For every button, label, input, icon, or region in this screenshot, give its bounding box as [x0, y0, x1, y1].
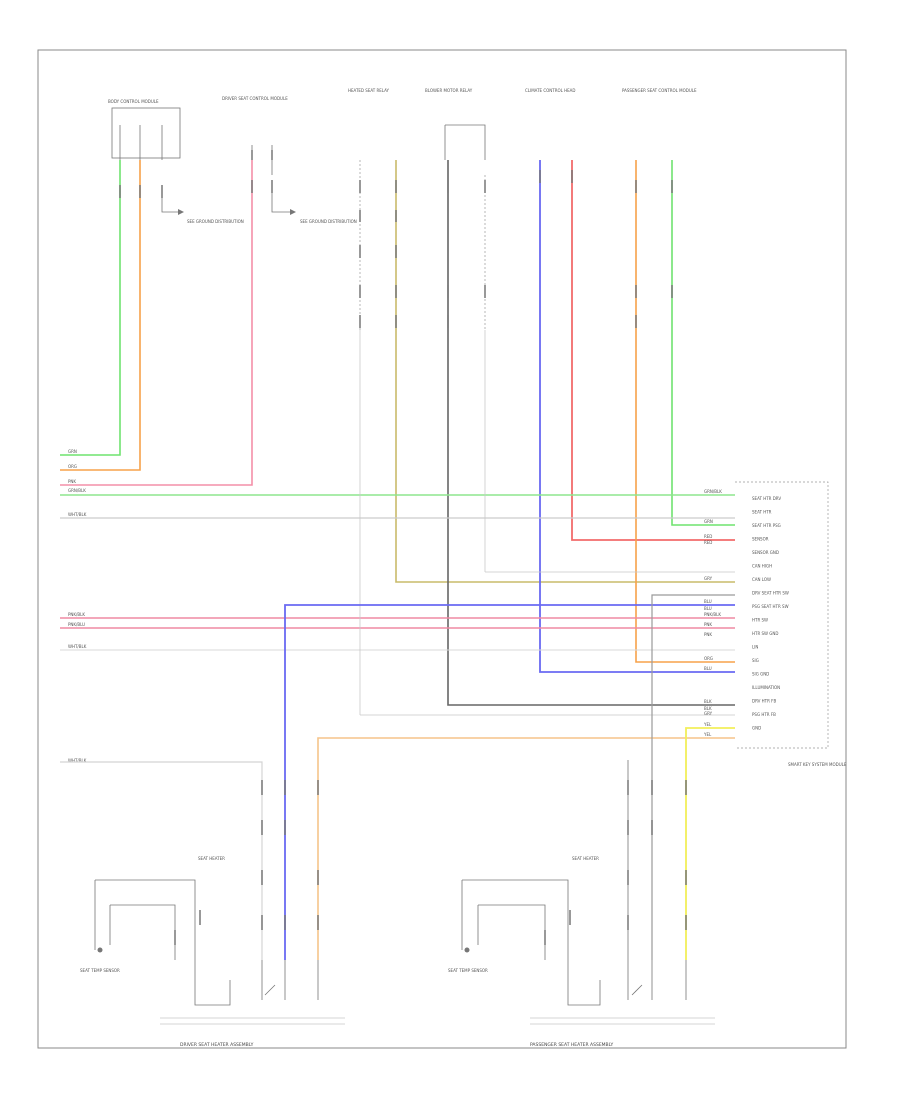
wire-label: PNK [68, 479, 76, 484]
module-wire-label: BLK [704, 706, 712, 711]
module-wire-labels: GRN/BLKGRNREDREDGRYBLUBLUPNK/BLKPNKPNKOR… [703, 489, 722, 737]
module-pin-label: DRV SEAT HTR SW [752, 591, 789, 596]
module-wire-label: PNK [704, 622, 712, 627]
module-pin-label: SIG [752, 658, 759, 663]
module-wire-label: GRY [704, 576, 713, 581]
wire-label: WHT/BLK [68, 758, 87, 763]
wire-label: WHT/BLK [68, 512, 87, 517]
wire-label: GRN [68, 449, 77, 454]
component-label: DRIVER SEAT CONTROL MODULE [222, 96, 288, 101]
ground-arrow-icon [290, 209, 296, 215]
diagram-frame [37, 49, 847, 1049]
module-pin-label: GND [752, 726, 761, 731]
component-driver-seat-control-module: DRIVER SEAT CONTROL MODULE [222, 96, 296, 215]
wire-green-1 [60, 160, 121, 456]
wire-white-3 [60, 761, 263, 960]
wire-black-1 [447, 160, 735, 706]
module-wire-label: ORG [704, 656, 713, 661]
assembly-sub-label: SEAT HEATER [198, 856, 225, 861]
component-label: HEATED SEAT RELAY [348, 88, 390, 93]
component-heated-seat-relay: HEATED SEAT RELAY [348, 88, 397, 330]
wire-gray-2 [651, 594, 735, 960]
component-label: PASSENGER SEAT CONTROL MODULE [622, 88, 697, 93]
wire-label: ORG [68, 464, 77, 469]
module-wire-label: GRN [704, 519, 713, 524]
sensor-icon [464, 947, 470, 953]
wire-pink-1 [60, 160, 253, 486]
wire-label: WHT/BLK [68, 644, 87, 649]
module-wire-label: GRY [704, 711, 713, 716]
module-pin-label: SENSOR GND [752, 550, 779, 555]
module-wire-label: BLK [704, 699, 712, 704]
wire-label: PNK/BLU [68, 622, 85, 627]
component-passenger-seat-control-module: PASSENGER SEAT CONTROL MODULE [622, 88, 697, 93]
module-pin-list: SEAT HTR DRV SEAT HTR SEAT HTR PSG SENSOR SE… [752, 496, 789, 731]
module-pin-label: SIG GND [752, 672, 769, 677]
assembly-sub-label: SEAT TEMP SENSOR [448, 968, 488, 973]
component-label: BODY CONTROL MODULE [108, 99, 159, 104]
module-pin-label: HTR SW GND [752, 631, 778, 636]
assembly-label: PASSENGER SEAT HEATER ASSEMBLY [530, 1042, 614, 1048]
module-pin-label: ILLUMINATION [752, 685, 780, 690]
wire-yellow-1 [685, 727, 735, 960]
module-pin-label: CAN LOW [752, 577, 771, 582]
module-pin-label: SEAT HTR [752, 510, 772, 515]
wire-red-1 [571, 160, 735, 541]
module-pin-label: SEAT HTR DRV [752, 496, 781, 501]
assembly-sub-label: SEAT HEATER [572, 856, 599, 861]
module-wire-label: BLU [704, 599, 712, 604]
module-wire-label: YEL [703, 732, 712, 737]
module-wire-label: BLU [704, 666, 712, 671]
module-pin-label: SEAT HTR PSG [752, 523, 781, 528]
wire-tan-1 [317, 737, 735, 960]
module-wire-label: YEL [703, 722, 712, 727]
wire-orange-2 [635, 160, 735, 663]
ground-arrow-icon [178, 209, 184, 215]
module-wire-label: RED [704, 534, 712, 539]
left-wire-labels: GRN ORG PNK GRN/BLK WHT/BLK PNK/BLK PNK/… [68, 449, 87, 763]
module-pin-label: LIN [752, 645, 758, 650]
module-label: SMART KEY SYSTEM MODULE [788, 762, 847, 767]
passenger-seat-heater-assembly: SEAT TEMP SENSOR SEAT HEATER PASSENGER S… [448, 760, 715, 1048]
module-wire-label: RED [704, 540, 712, 545]
assembly-label: DRIVER SEAT HEATER ASSEMBLY [180, 1042, 254, 1048]
component-label: BLOWER MOTOR RELAY [425, 88, 473, 93]
module-pin-label: SENSOR [752, 537, 769, 542]
module-pin-label: CAN HIGH [752, 564, 772, 569]
component-body-control-module: BODY CONTROL MODULE [108, 99, 184, 215]
wire-blue-2 [284, 604, 735, 960]
driver-seat-heater-assembly: SEAT TEMP SENSOR SEAT HEATER DRIVER SEAT… [80, 856, 345, 1048]
module-wire-label: PNK [704, 632, 712, 637]
component-blower-motor-relay: BLOWER MOTOR RELAY [425, 88, 486, 330]
sensor-icon [97, 947, 103, 953]
wire-orange-1 [60, 160, 141, 471]
ground-ref-1: SEE GROUND DISTRIBUTION [187, 219, 244, 224]
module-wire-label: GRN/BLK [704, 489, 722, 494]
component-climate-control-head: CLIMATE CONTROL HEAD [525, 88, 575, 93]
assembly-sub-label: SEAT TEMP SENSOR [80, 968, 120, 973]
module-pin-label: PSG SEAT HTR SW [752, 604, 789, 609]
lower-connector-marks [174, 780, 687, 945]
wire-blue-1 [539, 160, 735, 673]
module-pin-label: DRV HTR FB [752, 699, 776, 704]
module-wire-label: PNK/BLK [704, 612, 721, 617]
ground-ref-2: SEE GROUND DISTRIBUTION [300, 219, 357, 224]
wire-green-2 [671, 160, 735, 526]
connector-marks [119, 150, 673, 328]
wire-label: GRN/BLK [68, 488, 86, 493]
module-pin-label: PSG HTR FB [752, 712, 776, 717]
module-wire-label: BLU [704, 606, 712, 611]
smart-key-module: SMART KEY SYSTEM MODULE SEAT HTR DRVSEAT… [703, 481, 847, 767]
wire-label: PNK/BLK [68, 612, 85, 617]
component-label: CLIMATE CONTROL HEAD [525, 88, 575, 93]
wire-olive-1 [395, 160, 735, 583]
module-pin-label: HTR SW [752, 618, 768, 623]
